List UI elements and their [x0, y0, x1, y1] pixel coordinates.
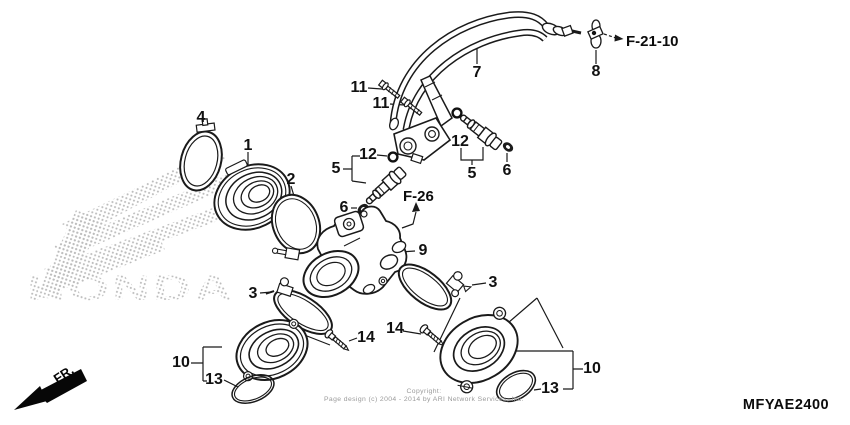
part-callout-4[interactable]: 4 — [197, 109, 206, 126]
part-callout-3[interactable]: 3 — [249, 285, 258, 302]
part-callout-12[interactable]: 12 — [359, 146, 377, 163]
copyright-line-1: Copyright: — [407, 388, 442, 395]
part-callout-5[interactable]: 5 — [332, 160, 341, 177]
insulator-right-10 — [439, 306, 519, 394]
part-callout-12[interactable]: 12 — [451, 133, 469, 150]
part-callout-6[interactable]: 6 — [503, 162, 512, 179]
tube-clamp-4 — [179, 118, 223, 192]
hose-clamp-3-right — [397, 263, 453, 311]
part-callout-13[interactable]: 13 — [541, 380, 559, 397]
throttle-body-9 — [302, 205, 408, 299]
ref-label-f-21-10[interactable]: F-21-10 — [626, 33, 679, 50]
fuel-hose-assembly — [389, 11, 582, 131]
part-callout-7[interactable]: 7 — [473, 64, 482, 81]
part-callout-8[interactable]: 8 — [592, 63, 601, 80]
insulator-oring-13-right — [495, 369, 537, 403]
fuel-rail — [393, 75, 453, 165]
part-callout-3[interactable]: 3 — [489, 274, 498, 291]
part-callout-13[interactable]: 13 — [205, 371, 223, 388]
insulator-oring-13-left — [231, 374, 275, 404]
injector-cap-6-right — [502, 142, 514, 152]
flange-screw-14-left — [323, 327, 352, 355]
part-callout-9[interactable]: 9 — [419, 242, 428, 259]
part-callout-10[interactable]: 10 — [172, 354, 190, 371]
ref-label-f-26[interactable]: F-26 — [403, 188, 434, 205]
band-clamp-2 — [270, 193, 322, 261]
fuel-injector-left — [361, 164, 409, 209]
part-callout-1[interactable]: 1 — [244, 137, 253, 154]
intake-boot-1 — [213, 159, 291, 231]
part-callout-11[interactable]: 11 — [373, 95, 390, 112]
fr-direction-arrow: FR. — [14, 362, 87, 410]
part-callout-6[interactable]: 6 — [340, 199, 349, 216]
honda-watermark-text: HONDA — [27, 269, 235, 308]
insulator-left-10 — [235, 318, 309, 382]
part-callout-10[interactable]: 10 — [583, 360, 601, 377]
part-callout-2[interactable]: 2 — [287, 171, 296, 188]
copyright-line-2: Page design (c) 2004 - 2014 by ARI Netwo… — [324, 396, 524, 403]
injector-oring-12-left — [387, 151, 399, 163]
hose-joint-part8 — [587, 19, 604, 49]
diagram-code: MFYAE2400 — [743, 397, 829, 413]
f2110-arrowhead — [614, 34, 624, 42]
f26-arrowhead — [412, 202, 420, 212]
injector-oring-12-right — [451, 107, 463, 119]
clamp-screw-unit-right — [445, 271, 473, 298]
part-callout-11[interactable]: 11 — [351, 79, 368, 96]
part-callout-14[interactable]: 14 — [357, 329, 375, 346]
part-callout-5[interactable]: 5 — [468, 165, 477, 182]
part-callout-14[interactable]: 14 — [386, 320, 404, 337]
